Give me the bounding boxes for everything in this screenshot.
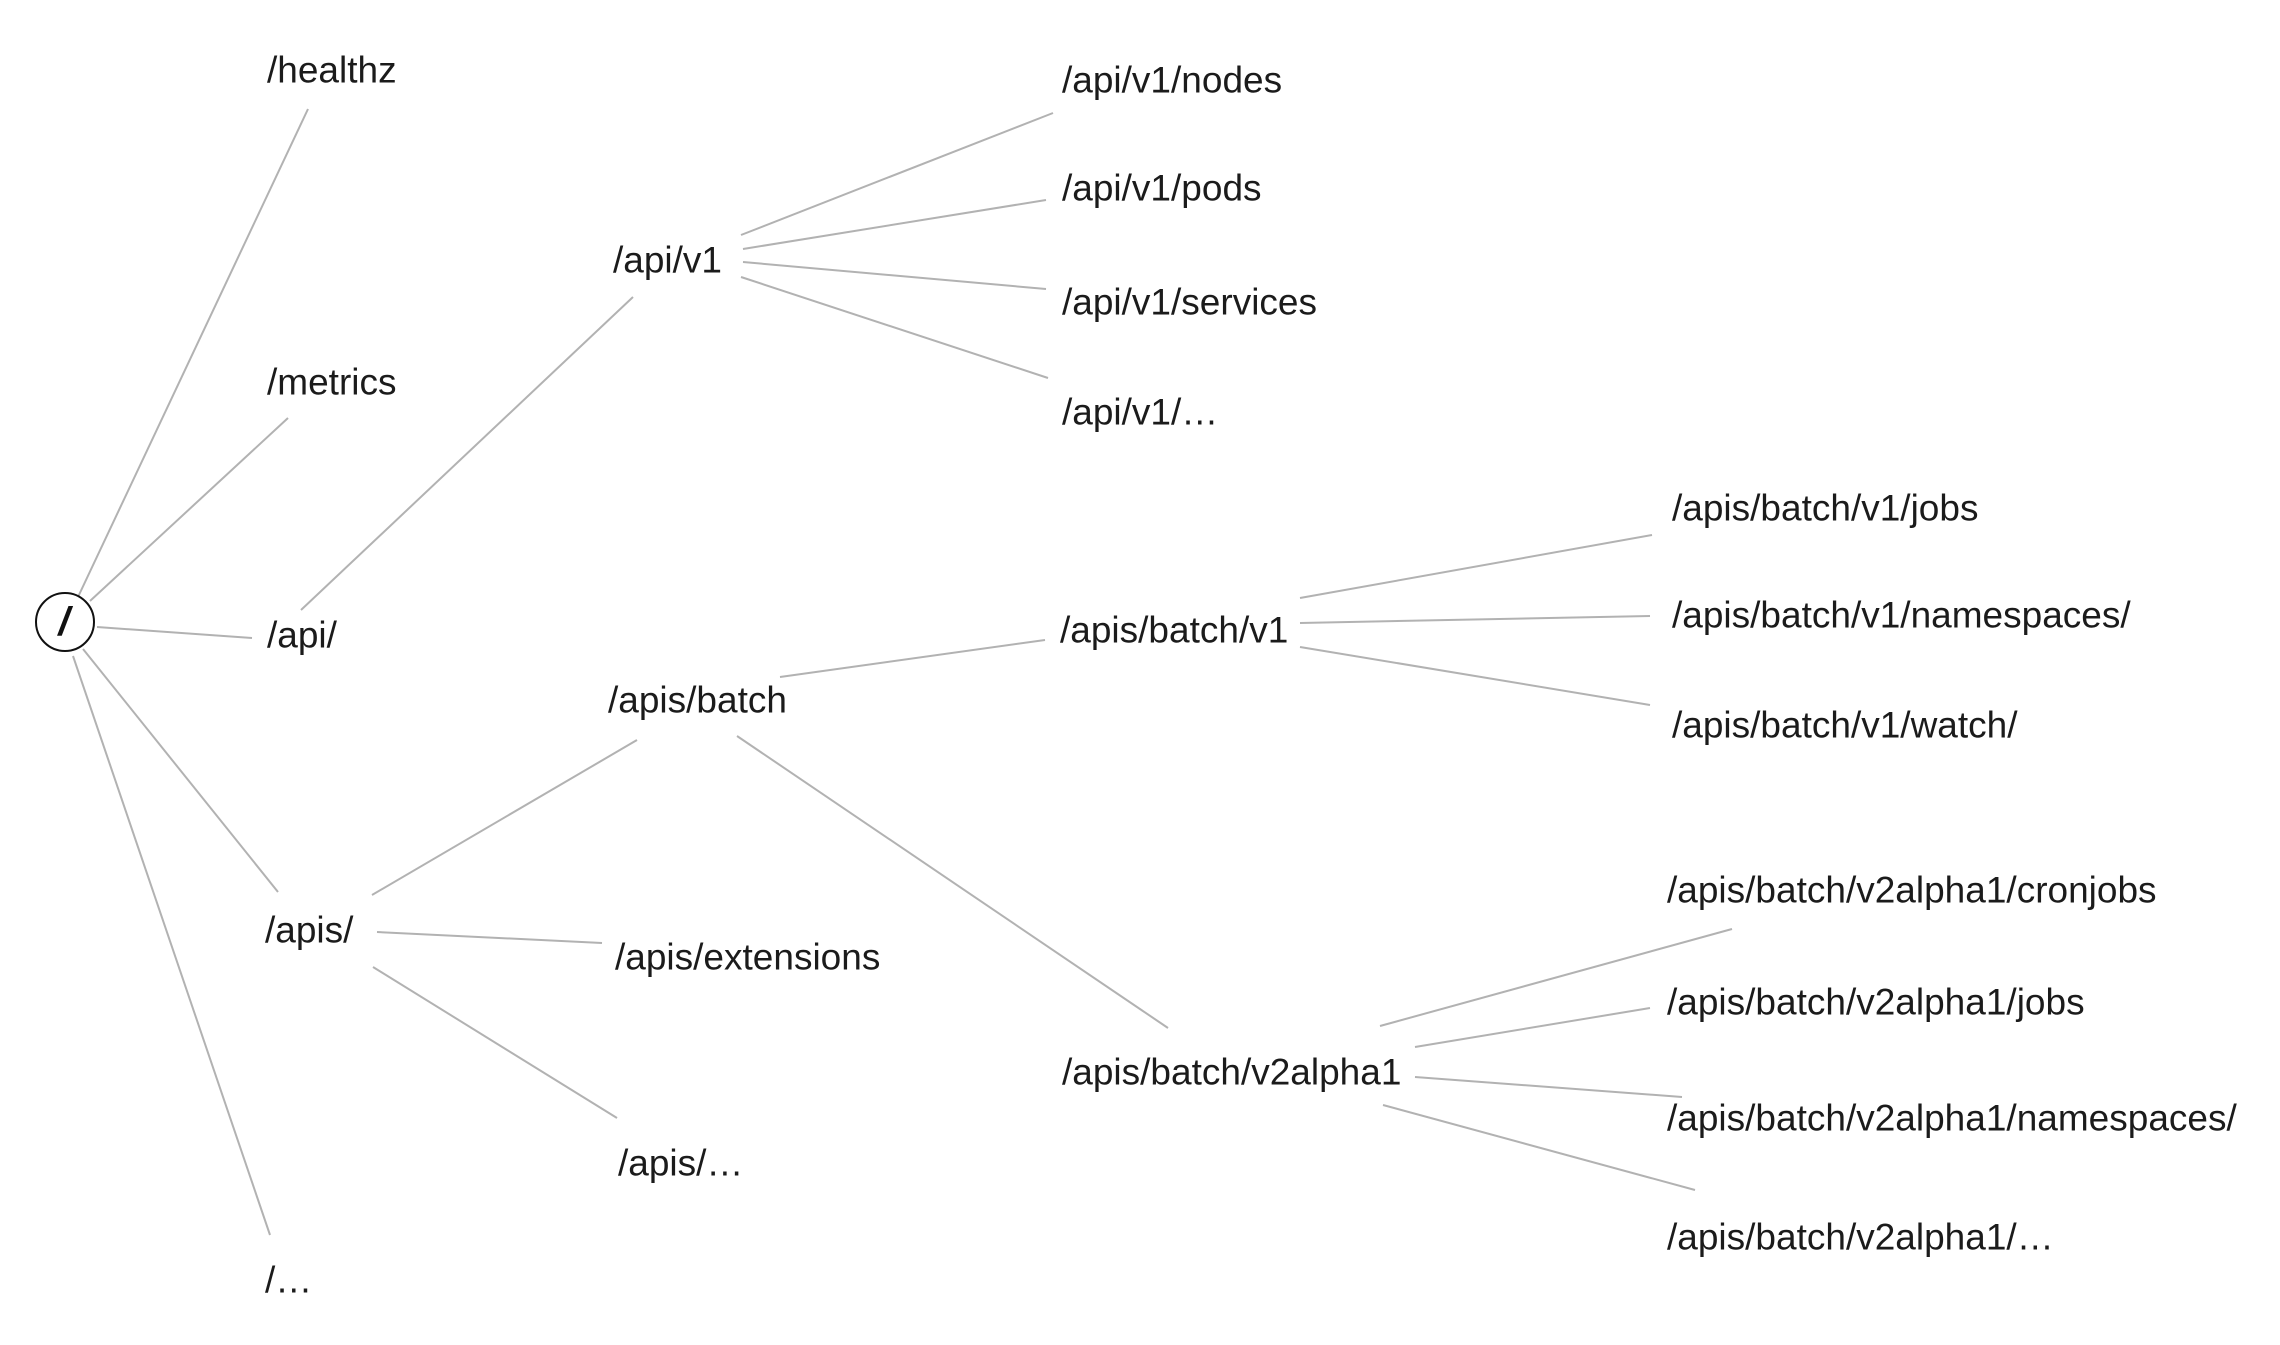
tree-edge-root-metrics [89,417,289,602]
tree-edge-apis-batch-batch-v2alpha1 [736,735,1169,1029]
tree-node-label-v2alpha1-namespaces: /apis/batch/v2alpha1/namespaces/ [1667,1097,2237,1139]
tree-node-label-batch-v1-namespaces: /apis/batch/v1/namespaces/ [1672,594,2131,636]
tree-edge-apis-apis-batch [371,739,638,896]
tree-edge-apis-apis-extensions [376,931,603,944]
tree-node-label-v2alpha1-ellipsis: /apis/batch/v2alpha1/… [1667,1216,2054,1258]
tree-edge-apis-apis-ellipsis [372,966,618,1119]
tree-node-label-metrics: /metrics [267,361,397,403]
tree-edge-root-healthz [77,108,309,598]
tree-node-label-batch-v1-watch: /apis/batch/v1/watch/ [1672,704,2018,746]
tree-node-label-batch-v2alpha1: /apis/batch/v2alpha1 [1062,1051,1402,1093]
tree-node-label-healthz: /healthz [267,49,397,91]
tree-edge-batch-v2alpha1-v2alpha1-namespaces [1414,1076,1683,1098]
tree-node-label-api-v1-nodes: /api/v1/nodes [1062,59,1283,101]
tree-node-label-api: /api/ [267,614,337,656]
tree-edge-apis-batch-batch-v1 [779,639,1046,678]
tree-node-label-api-v1-ellipsis: /api/v1/… [1062,391,1219,433]
tree-edge-api-v1-api-v1-ellipsis [740,276,1049,379]
tree-edge-batch-v2alpha1-v2alpha1-ellipsis [1382,1104,1696,1191]
tree-node-label-apis: /apis/ [265,909,354,951]
root-node-label: / [58,600,70,644]
tree-node-label-apis-ellipsis: /apis/… [618,1142,744,1184]
tree-node-label-v2alpha1-jobs: /apis/batch/v2alpha1/jobs [1667,981,2085,1023]
tree-edge-root-root-ellipsis [72,655,271,1236]
tree-edge-root-api [96,626,253,639]
tree-node-label-apis-extensions: /apis/extensions [615,936,881,978]
tree-node-label-api-v1-services: /api/v1/services [1062,281,1317,323]
tree-node-label-root-ellipsis: /… [265,1259,313,1301]
tree-node-label-apis-batch: /apis/batch [608,679,787,721]
tree-node-label-api-v1: /api/v1 [613,239,723,281]
tree-edge-batch-v2alpha1-v2alpha1-cronjobs [1379,928,1733,1027]
tree-edge-api-v1-api-v1-pods [742,199,1047,250]
tree-edge-api-v1-api-v1-nodes [740,112,1054,236]
root-node: / [35,592,95,652]
tree-edge-batch-v1-batch-v1-namespaces [1299,615,1651,624]
tree-node-label-v2alpha1-cronjobs: /apis/batch/v2alpha1/cronjobs [1667,869,2157,911]
tree-edge-batch-v2alpha1-v2alpha1-jobs [1414,1007,1651,1048]
tree-edge-api-v1-api-v1-services [742,261,1047,290]
tree-node-label-batch-v1: /apis/batch/v1 [1060,609,1289,651]
tree-node-label-batch-v1-jobs: /apis/batch/v1/jobs [1672,487,1979,529]
tree-edge-root-apis [82,648,279,893]
tree-edge-batch-v1-batch-v1-jobs [1299,534,1653,599]
tree-node-label-api-v1-pods: /api/v1/pods [1062,167,1262,209]
tree-edge-batch-v1-batch-v1-watch [1299,646,1651,706]
tree-edge-api-api-v1 [300,296,634,611]
